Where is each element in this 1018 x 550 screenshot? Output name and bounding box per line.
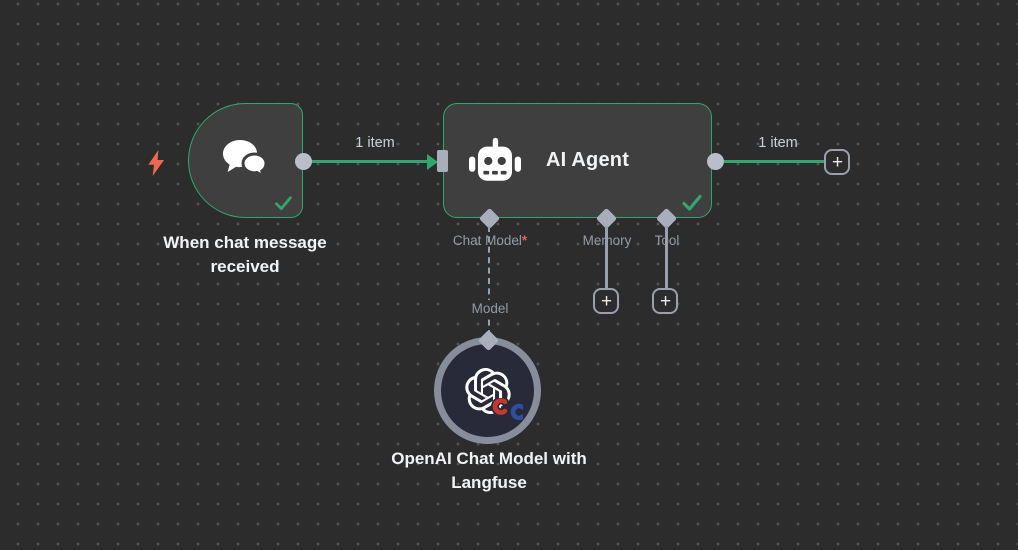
connection-agent-to-model xyxy=(488,226,490,336)
memory-connection-stem xyxy=(605,226,608,290)
model-node-label: OpenAI Chat Model with Langfuse xyxy=(391,449,587,493)
robot-icon xyxy=(466,135,524,187)
add-tool-button[interactable]: + xyxy=(652,288,678,314)
node-chat-trigger[interactable] xyxy=(188,103,303,218)
node-ai-agent[interactable]: AI Agent xyxy=(443,103,712,218)
connection-trigger-to-agent xyxy=(305,160,429,163)
node-openai-chat-model[interactable] xyxy=(434,337,541,444)
connection-arrowhead xyxy=(427,153,438,170)
add-next-node-button[interactable]: + xyxy=(824,149,850,175)
langfuse-badge-icon xyxy=(491,398,523,420)
required-marker: * xyxy=(521,233,528,248)
agent-output-port[interactable] xyxy=(707,152,724,170)
trigger-output-port[interactable] xyxy=(295,152,312,170)
output-item-count: 1 item xyxy=(758,135,798,151)
trigger-node-label: When chat message received xyxy=(163,233,327,277)
agent-node-title: AI Agent xyxy=(546,149,630,171)
model-connection-label: Model xyxy=(455,300,525,317)
lightning-icon xyxy=(146,150,166,176)
connection-item-count: 1 item xyxy=(355,135,395,151)
connection-agent-output xyxy=(724,160,825,163)
success-check-icon xyxy=(273,192,294,213)
agent-input-port[interactable] xyxy=(437,150,448,172)
success-check-icon xyxy=(680,190,704,214)
chat-bubbles-icon xyxy=(218,137,274,185)
tool-connection-stem xyxy=(665,226,668,290)
chat-model-port-label: Chat Model* xyxy=(452,233,528,248)
add-memory-button[interactable]: + xyxy=(593,288,619,314)
